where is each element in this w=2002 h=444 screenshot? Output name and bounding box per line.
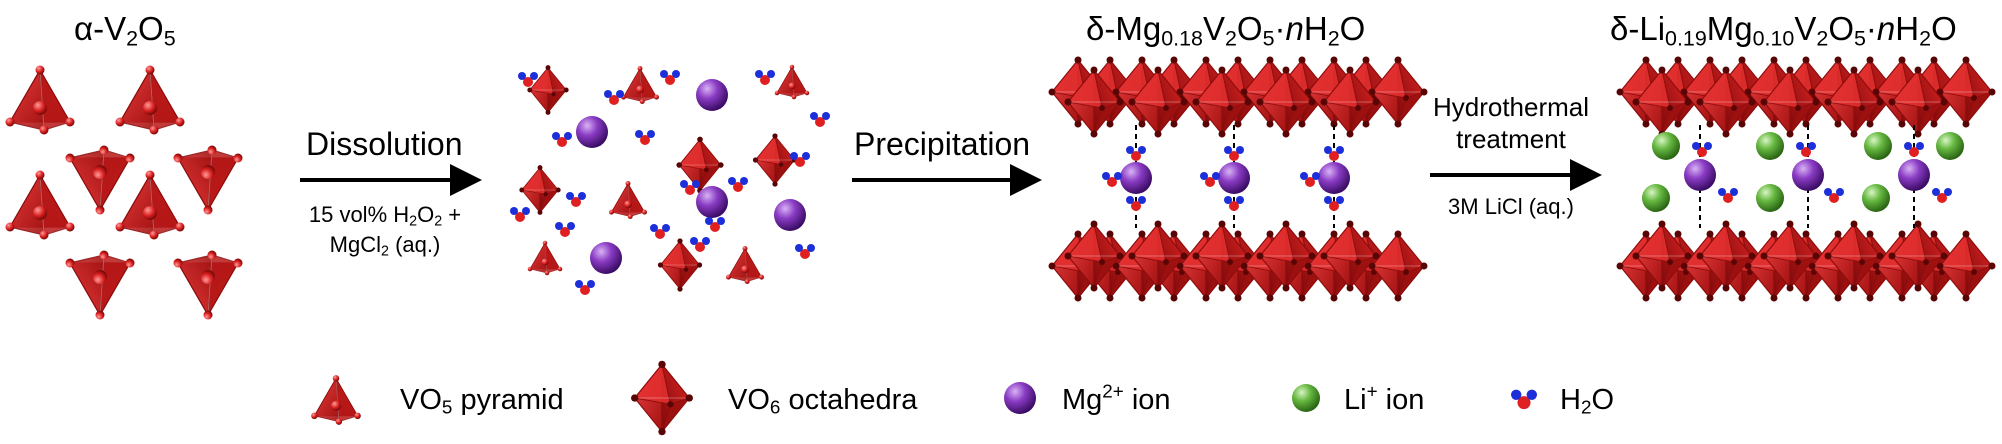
legend-h2o-symbol [1511,389,1537,410]
dissolved-species [510,64,830,295]
alpha-v2o5-title: α-V2O5 [74,10,176,51]
dissolution-conditions-line2: MgCl2 (aq.) [329,232,441,260]
legend-vo6-label: VO6 octahedra [728,384,918,418]
delta-limg-structure [1615,55,1997,303]
hydrothermal-label-line1: Hydrothermal [1432,92,1590,122]
legend-vo5-symbol [310,374,362,426]
hydrothermal-label-line2: treatment [1456,124,1566,154]
delta-limg-title: δ-Li0.19Mg0.10V2O5·nH2O [1610,10,1957,51]
dissolution-conditions-line1: 15 vol% H2O2 + [308,202,462,230]
delta-mg-structure [1047,55,1429,303]
legend-vo5-label: VO5 pyramid [400,384,564,418]
precipitation-label: Precipitation [854,126,1031,162]
legend-li-symbol [1292,384,1320,412]
legend-li-label: Li+ ion [1344,380,1425,416]
legend-mg-label: Mg2+ ion [1062,380,1171,416]
hydrothermal-conditions: 3M LiCl (aq.) [1448,194,1574,219]
legend-vo6-symbol [630,360,694,436]
legend-mg-symbol [1004,382,1036,414]
legend-h2o-label: H2O [1560,384,1614,418]
alpha-v2o5-structure [4,64,244,321]
dissolution-label: Dissolution [306,126,463,162]
delta-mg-title: δ-Mg0.18V2O5·nH2O [1086,10,1366,51]
